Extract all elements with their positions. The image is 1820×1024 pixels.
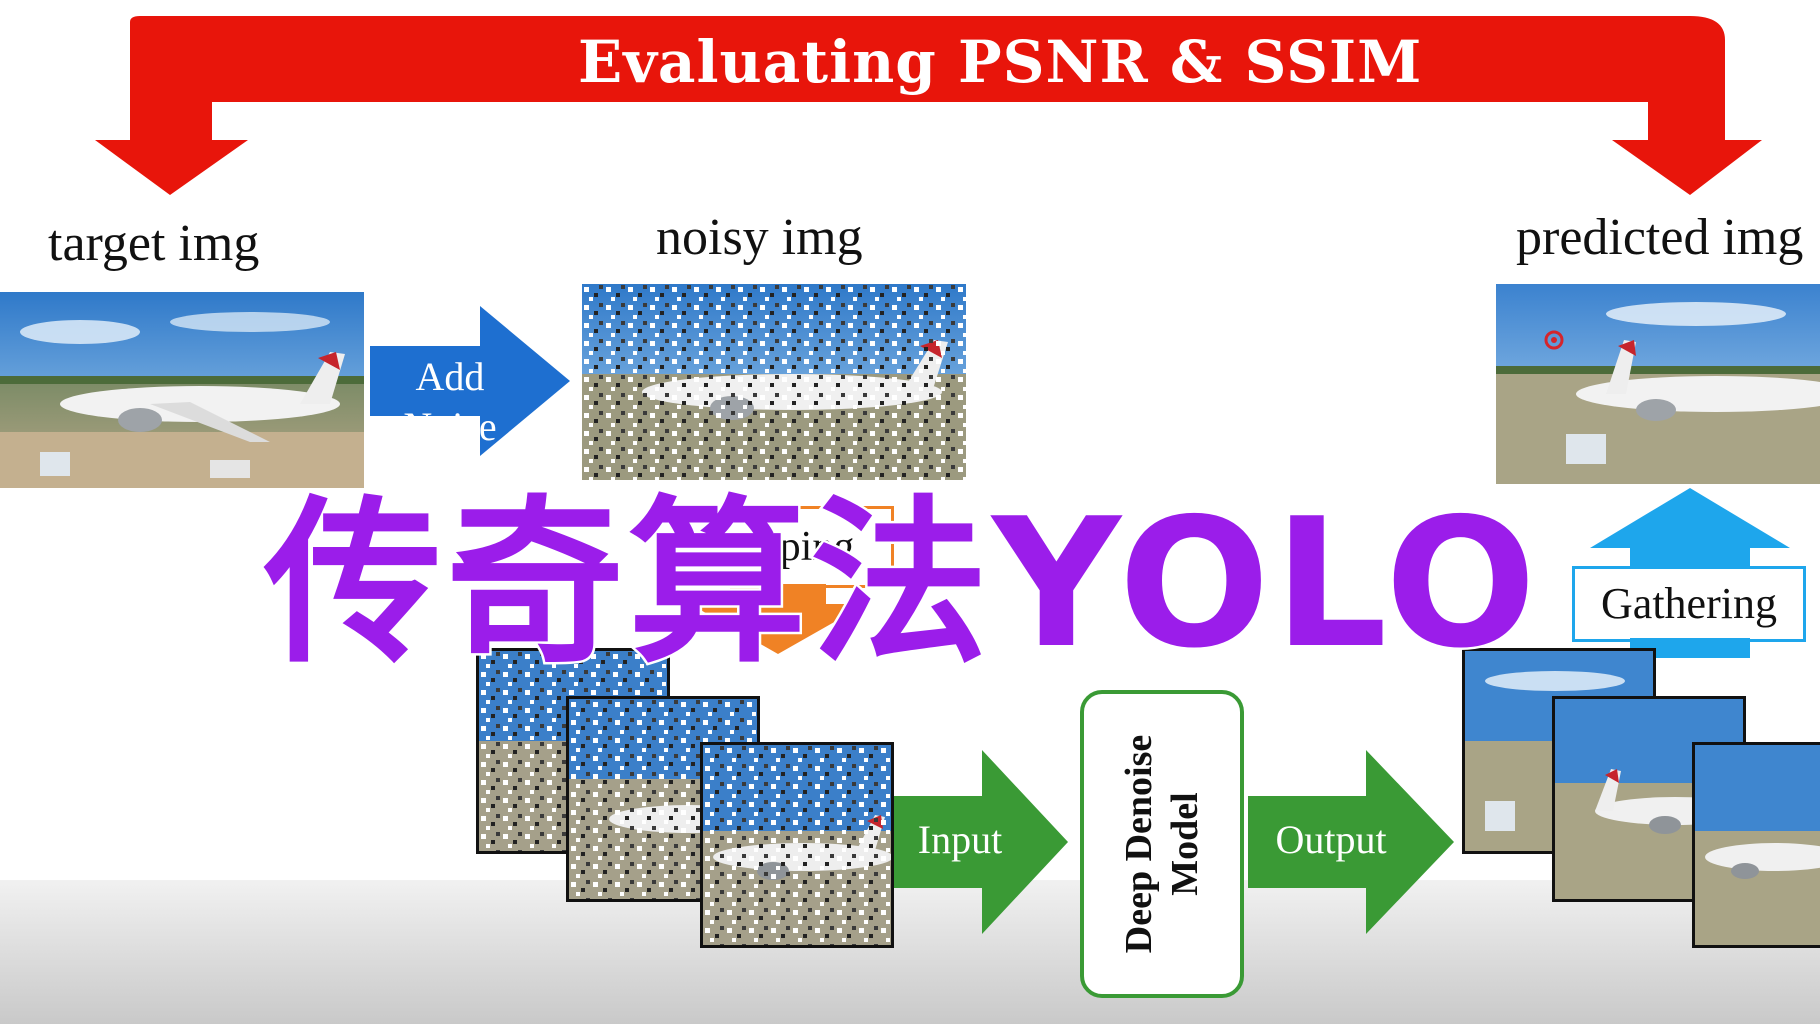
input-arrow <box>894 750 1068 934</box>
gathering-label: Gathering <box>1601 579 1777 628</box>
deep-denoise-model-box: Deep Denoise Model <box>1080 690 1244 998</box>
bottom-shade <box>0 880 1820 1024</box>
model-label-line2: Model <box>1164 792 1206 896</box>
gathering-box: Gathering <box>1572 566 1806 642</box>
input-label: Input <box>917 817 1003 862</box>
add-noise-line2: Noise <box>403 404 497 449</box>
model-label-line1: Deep Denoise <box>1118 734 1160 954</box>
add-noise-line1: Add <box>415 354 485 399</box>
overlay-title: 传奇算法YOLO <box>261 478 1541 690</box>
output-label: Output <box>1275 817 1387 862</box>
predicted-crop-3 <box>1692 742 1820 948</box>
noisy-label: noisy img <box>656 209 863 266</box>
gathering-arrow-head <box>1590 488 1790 568</box>
banner-title: Evaluating PSNR & SSIM <box>578 28 1423 96</box>
add-noise-arrow <box>370 306 570 456</box>
predicted-image <box>1496 284 1820 484</box>
target-image <box>0 292 364 488</box>
noisy-image <box>582 284 966 480</box>
predicted-label: predicted img <box>1516 209 1804 266</box>
cropping-arrow <box>690 584 866 654</box>
model-label: Deep Denoise Model <box>1116 735 1208 953</box>
add-noise-label: Add Noise <box>380 352 520 452</box>
output-arrow <box>1248 750 1454 934</box>
gathering-arrow-stem <box>1630 638 1750 658</box>
noisy-crop-3 <box>700 742 894 948</box>
cropping-label: Cropping <box>695 524 855 570</box>
evaluation-bracket-arrow <box>95 16 1762 195</box>
target-label: target img <box>48 215 260 272</box>
